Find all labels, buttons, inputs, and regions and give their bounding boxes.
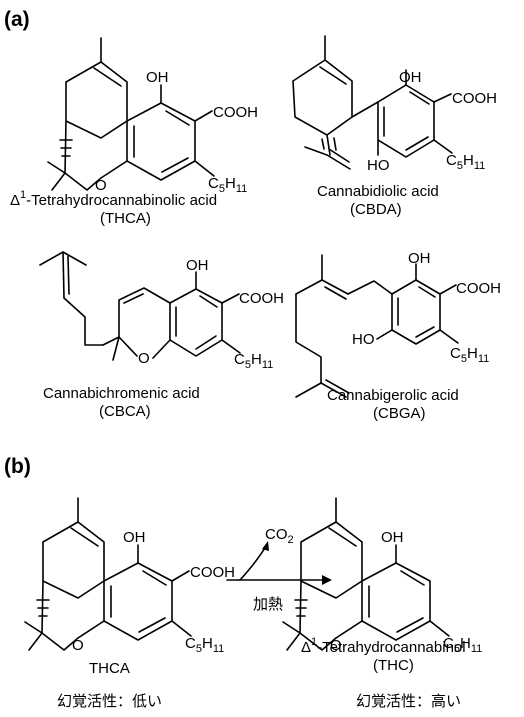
reaction-thca-pentyl-label: C5H11	[185, 635, 224, 655]
thca-abbr-caption: (THCA)	[100, 210, 151, 227]
cbda-oh-label: OH	[399, 69, 422, 86]
thca-pentyl-label: C5H11	[208, 175, 247, 195]
cbga-cooh-label: COOH	[456, 280, 501, 297]
thca-o-label: O	[95, 177, 107, 194]
cbga-oh-label: OH	[408, 250, 431, 267]
thca-oh-label: OH	[146, 69, 169, 86]
cbca-cooh-label: COOH	[239, 290, 284, 307]
cbga-pentyl-label: C5H11	[450, 345, 489, 365]
panel-b-label: (b)	[4, 455, 31, 478]
thc-structure: OH O C5H11	[282, 497, 482, 655]
cbca-name-caption: Cannabichromenic acid	[43, 385, 200, 402]
cbda-pentyl-label: C5H11	[446, 152, 485, 172]
reaction-start-label: THCA	[89, 660, 130, 677]
cbga-name-caption: Cannabigerolic acid	[327, 387, 459, 404]
thca-structure: OH COOH O C5H11	[47, 37, 258, 195]
cbda-name-caption: Cannabidiolic acid	[317, 183, 439, 200]
thca-name-caption: Δ1-Tetrahydrocannabinolic acid	[10, 189, 217, 209]
cbda-abbr-caption: (CBDA)	[350, 201, 402, 218]
reaction-thca-cooh-label: COOH	[190, 564, 235, 581]
thc-activity-label: 幻覚活性：高い	[356, 692, 461, 710]
cbca-structure: OH COOH O C5H11	[39, 251, 284, 371]
reaction-product-name: Δ1-Tetrahydrocannabinol	[301, 636, 466, 656]
cbca-abbr-caption: (CBCA)	[99, 403, 151, 420]
thc-oh-label: OH	[381, 529, 404, 546]
cbca-o-label: O	[138, 350, 150, 367]
cbda-ho-label: HO	[367, 157, 390, 174]
cbga-structure: OH COOH HO C5H11	[295, 250, 501, 398]
cbca-oh-label: OH	[186, 257, 209, 274]
reaction-thca-structure: OH COOH O C5H11	[24, 497, 235, 655]
cbca-pentyl-label: C5H11	[234, 351, 273, 371]
co2-label: CO2	[265, 526, 294, 546]
cbda-structure: OH COOH HO C5H11	[292, 35, 497, 174]
reaction-thca-o-label: O	[72, 637, 84, 654]
panel-a-label: (a)	[4, 8, 30, 31]
cbga-ho-label: HO	[352, 331, 375, 348]
cbga-abbr-caption: (CBGA)	[373, 405, 426, 422]
thca-cooh-label: COOH	[213, 104, 258, 121]
thc-pentyl-label: C5H11	[443, 635, 482, 655]
heating-condition-label: 加熱	[253, 595, 283, 613]
reaction-arrow	[226, 541, 332, 585]
reaction-product-abbr: (THC)	[373, 657, 414, 674]
reaction-thca-oh-label: OH	[123, 529, 146, 546]
thca-activity-label: 幻覚活性：低い	[57, 692, 162, 710]
cbda-cooh-label: COOH	[452, 90, 497, 107]
thc-o-label: O	[330, 637, 342, 654]
